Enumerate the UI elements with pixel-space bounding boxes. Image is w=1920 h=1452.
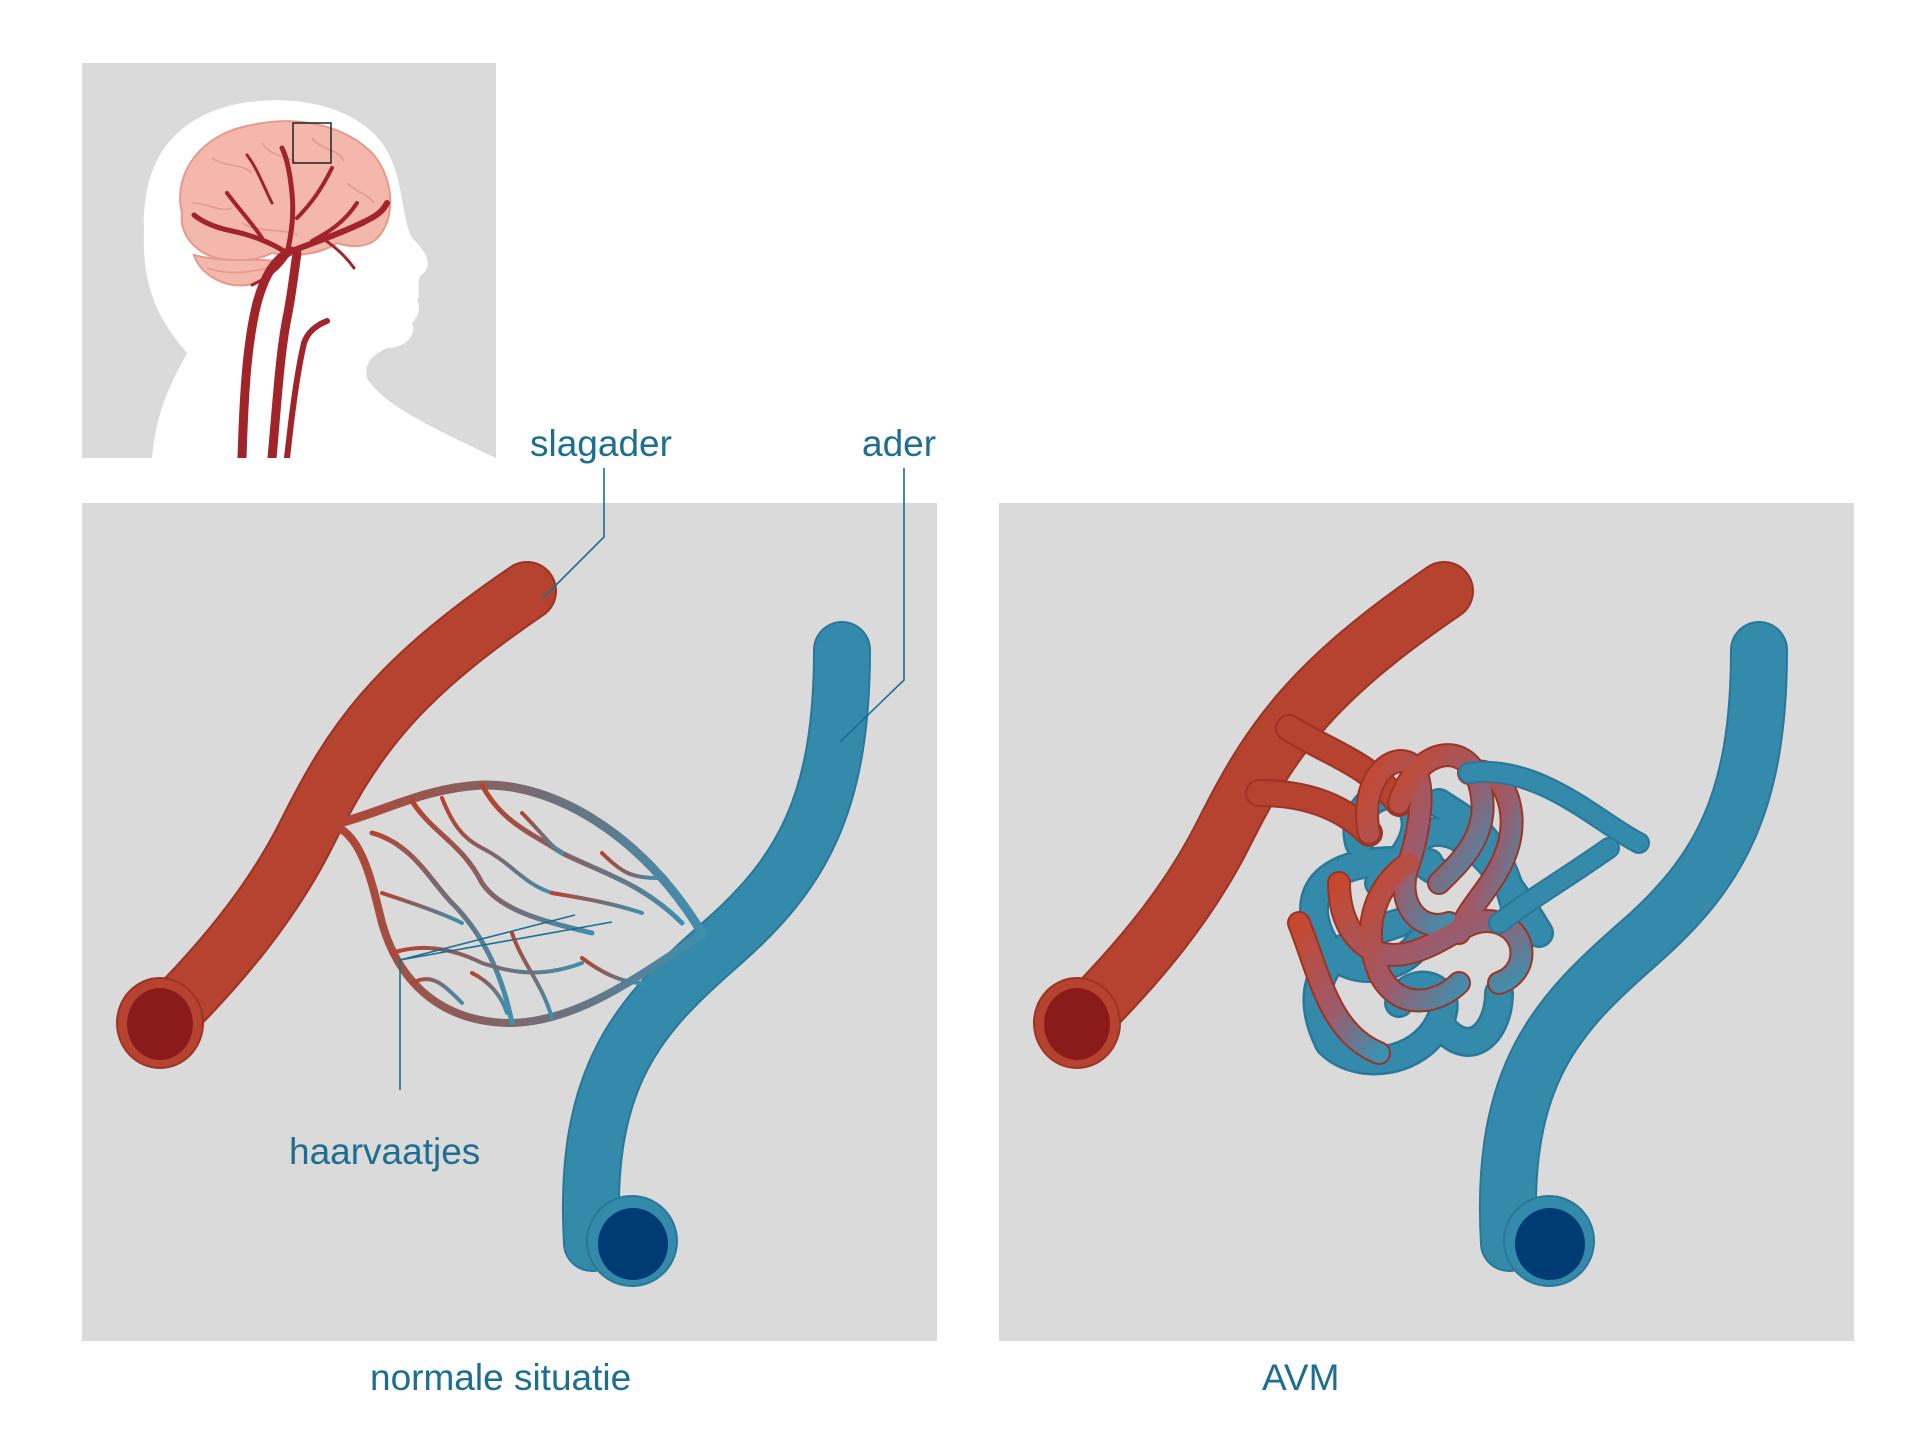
zoom-region-box [292,122,332,164]
normal-situation-panel [82,503,937,1341]
head-illustration-panel [82,63,496,458]
normal-vessels-figure [116,561,871,1287]
capillaries-label: haarvaatjes [289,1131,481,1172]
avm-tangle [1245,714,1650,1076]
artery [1033,561,1474,1069]
head-silhouette-figure [143,100,496,458]
vein [1479,621,1788,1287]
artery-label: slagader [530,423,672,464]
avm-panel [999,503,1854,1341]
avm-vessels-figure [1033,561,1788,1287]
brain-arteries [191,145,390,458]
vein-label: ader [862,423,937,464]
normal-situation-caption: normale situatie [370,1357,632,1398]
artery [116,561,557,1069]
avm-caption: AVM [1262,1357,1340,1398]
vein [562,621,871,1287]
